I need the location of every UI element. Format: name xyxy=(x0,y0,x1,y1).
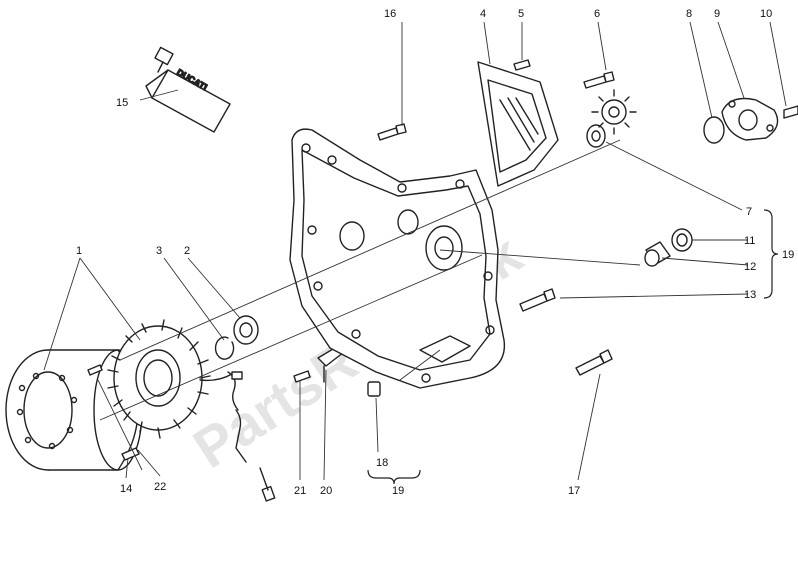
brace-19-bottom xyxy=(367,469,421,485)
callout-19-bottom: 19 xyxy=(392,485,404,497)
callout-4: 4 xyxy=(480,8,486,20)
callout-22: 22 xyxy=(154,481,166,493)
guard-plate-part xyxy=(477,61,559,187)
callout-8: 8 xyxy=(686,8,692,20)
generator-cover-part xyxy=(289,128,506,389)
spacer-12-part xyxy=(644,241,671,267)
callout-15: 15 xyxy=(116,97,128,109)
callout-12: 12 xyxy=(744,261,756,273)
callout-19-right: 19 xyxy=(782,249,794,261)
callout-7: 7 xyxy=(746,206,752,218)
leader-lines xyxy=(43,21,787,481)
callout-3: 3 xyxy=(156,245,162,257)
callout-13: 13 xyxy=(744,289,756,301)
callout-16: 16 xyxy=(384,8,396,20)
flange-part xyxy=(721,97,779,141)
callout-18: 18 xyxy=(376,457,388,469)
callout-21: 21 xyxy=(294,485,306,497)
brace-19-right xyxy=(763,209,779,299)
callout-17: 17 xyxy=(568,485,580,497)
bolt-16-part xyxy=(377,123,407,141)
callout-5: 5 xyxy=(518,8,524,20)
gear-icon xyxy=(591,89,637,135)
callout-11: 11 xyxy=(744,235,755,247)
bolt-6-part xyxy=(583,71,615,89)
screw-21-part xyxy=(293,370,311,383)
screw-5-part xyxy=(513,59,531,71)
spacer-11-part xyxy=(671,228,693,252)
sealant-tube-part: DUCATI xyxy=(145,46,231,133)
bolt-17-part xyxy=(575,349,613,376)
dowel-part xyxy=(367,381,381,397)
o-ring-part xyxy=(703,116,725,144)
screw-14-part xyxy=(87,364,140,461)
bolt-13-part xyxy=(519,288,556,312)
circlip-part xyxy=(214,336,235,360)
bearing-part xyxy=(233,315,259,345)
callout-2: 2 xyxy=(184,245,190,257)
callout-labels: 1 2 3 4 5 6 7 8 9 10 11 12 13 14 15 16 1… xyxy=(76,8,794,497)
callout-1: 1 xyxy=(76,245,82,257)
group-braces xyxy=(367,209,779,485)
callout-20: 20 xyxy=(320,485,332,497)
screw-10-part xyxy=(783,105,798,119)
callout-6: 6 xyxy=(594,8,600,20)
callout-14: 14 xyxy=(120,483,132,495)
callout-9: 9 xyxy=(714,8,720,20)
bushing-part xyxy=(586,124,606,148)
callout-10: 10 xyxy=(760,8,772,20)
